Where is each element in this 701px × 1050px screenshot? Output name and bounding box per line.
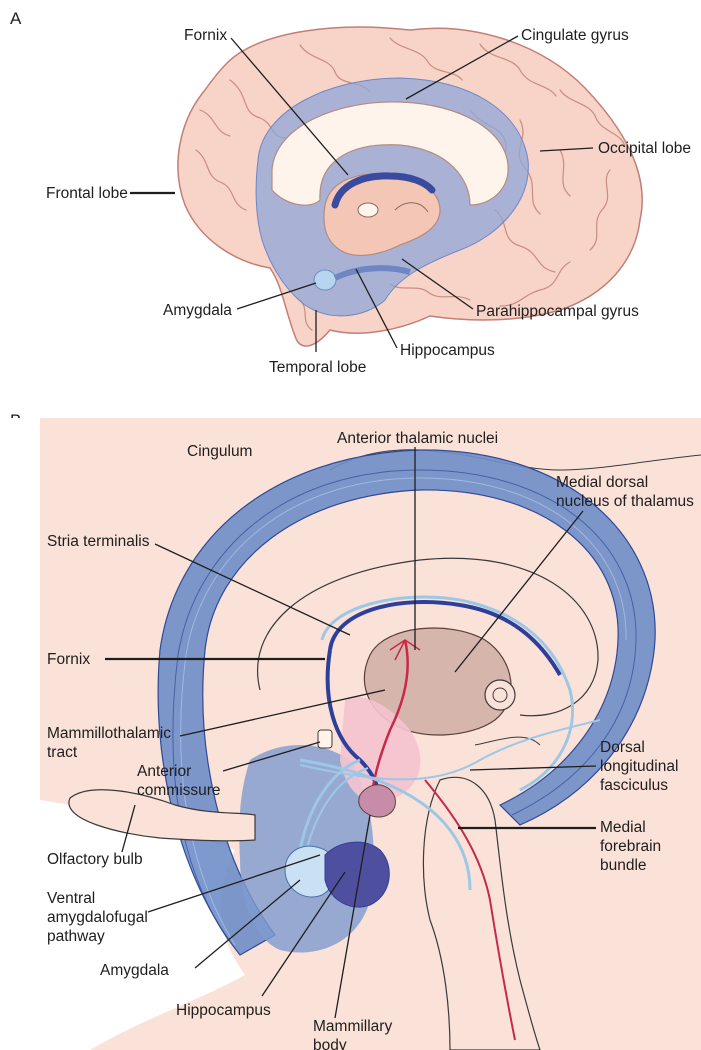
- hippocampus-b: [325, 842, 389, 907]
- label-b-vaf-3: pathway: [47, 928, 105, 945]
- label-b-mammillary-2: body: [313, 1037, 347, 1050]
- label-b-dorsal-long-1: Dorsal: [600, 739, 645, 756]
- panel-b: B: [0, 411, 701, 1050]
- label-b-vaf-1: Ventral: [47, 890, 95, 907]
- label-b-fornix: Fornix: [47, 651, 90, 668]
- label-b-dorsal-long-3: fasciculus: [600, 777, 668, 794]
- label-b-olfactory-bulb: Olfactory bulb: [47, 851, 143, 868]
- label-b-mammillothalamic-2: tract: [47, 744, 78, 761]
- label-a-occipital-lobe: Occipital lobe: [598, 140, 691, 157]
- label-a-frontal-lobe: Frontal lobe: [46, 185, 128, 202]
- label-b-mammillothalamic-1: Mammillothalamic: [47, 725, 171, 742]
- label-b-anterior-commissure-2: commissure: [137, 782, 221, 799]
- label-a-hippocampus: Hippocampus: [400, 342, 495, 359]
- label-b-dorsal-long-2: longitudinal: [600, 758, 678, 775]
- label-a-fornix: Fornix: [184, 27, 227, 44]
- label-b-amygdala: Amygdala: [100, 962, 169, 979]
- panel-a: A: [10, 9, 691, 376]
- label-a-temporal-lobe: Temporal lobe: [269, 359, 366, 376]
- label-a-amygdala: Amygdala: [163, 302, 232, 319]
- mammillary-body: [359, 785, 396, 817]
- label-b-vaf-2: amygdalofugal: [47, 909, 148, 926]
- label-b-medial-dorsal-2: nucleus of thalamus: [556, 493, 694, 510]
- label-b-mammillary-1: Mammillary: [313, 1018, 392, 1035]
- label-a-parahippocampal-gyrus: Parahippocampal gyrus: [476, 303, 639, 320]
- label-b-mfb-3: bundle: [600, 857, 647, 874]
- label-b-medial-dorsal-1: Medial dorsal: [556, 474, 648, 491]
- label-a-cingulate-gyrus: Cingulate gyrus: [521, 27, 629, 44]
- label-b-anterior-commissure-1: Anterior: [137, 763, 191, 780]
- label-b-cingulum: Cingulum: [187, 443, 252, 460]
- label-b-mfb-1: Medial: [600, 819, 646, 836]
- amygdala-a: [314, 270, 336, 290]
- label-b-hippocampus: Hippocampus: [176, 1002, 271, 1019]
- label-b-stria-terminalis: Stria terminalis: [47, 533, 150, 550]
- label-b-anterior-thalamic-nuclei: Anterior thalamic nuclei: [337, 430, 498, 447]
- panel-a-letter: A: [10, 9, 22, 28]
- label-b-mfb-2: forebrain: [600, 838, 661, 855]
